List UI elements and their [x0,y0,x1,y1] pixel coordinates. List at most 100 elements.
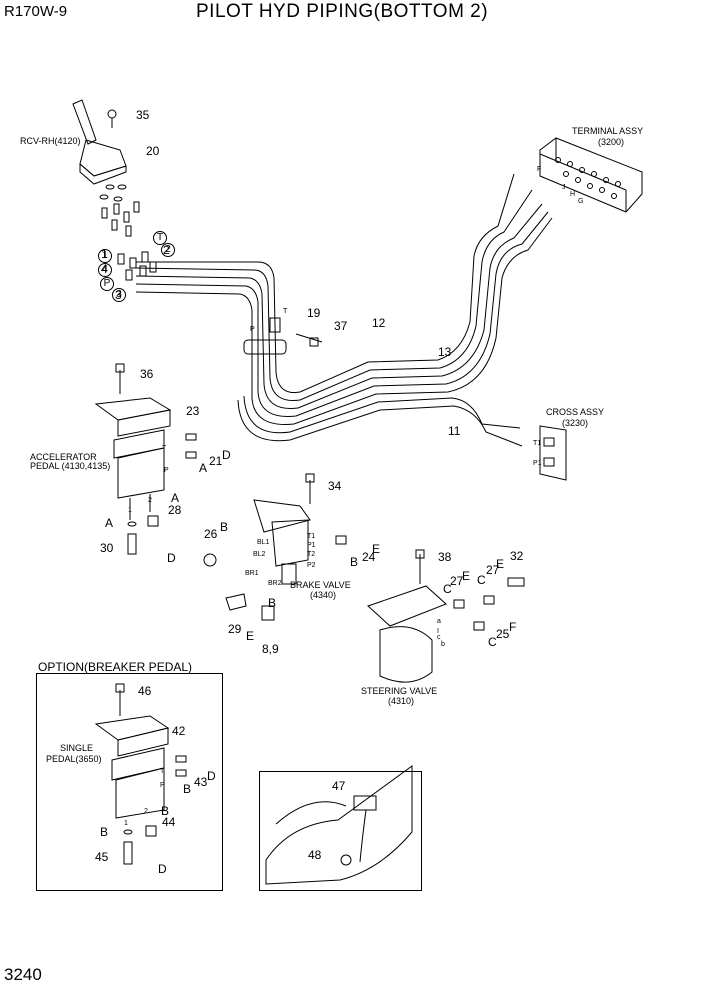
port-label: F [537,166,542,173]
callout: A [171,491,180,505]
callout: 23 [186,404,200,418]
callout: 25 [496,627,510,641]
callout: B [161,804,170,818]
steering-valve [367,549,525,683]
accel-label-2: PEDAL (4130,4135) [30,461,111,471]
steering-label-1: STEERING VALVE [361,686,438,696]
callout: 29 [228,622,242,636]
port-label: T1 [307,533,316,540]
port-label: P1 [533,460,542,467]
callout: 21 [209,454,223,468]
terminal-label-1: TERMINAL ASSY [572,126,644,136]
brake-valve [203,473,347,621]
callout: E [496,557,505,571]
cross-label-2: (3230) [562,418,589,428]
circled-port: T [153,231,167,245]
callout: B [220,520,229,534]
brake-label-2: (4340) [310,590,337,600]
port-label: P2 [307,562,316,569]
circled-port: 4 [98,263,112,277]
port-label: b [441,641,445,648]
callout: F [509,620,517,634]
callout: 27 [486,563,500,577]
callout: E [372,542,381,556]
port-label: BL1 [257,539,270,546]
port-label: T2 [307,551,316,558]
callout: E [246,629,255,643]
callout: 36 [140,367,154,381]
callout: 27 [450,574,464,588]
callout: 32 [510,549,524,563]
callout: 35 [136,108,150,122]
port-label: c [437,634,441,641]
callout: 8,9 [262,642,279,656]
callout: D [222,448,231,462]
callout: 44 [162,815,176,829]
port-label: 2 [144,808,148,815]
callout: 45 [95,850,109,864]
port-label: 1 [128,507,132,514]
callout: C [488,635,497,649]
callout: C [443,582,452,596]
cross-assy [539,425,567,481]
page-number: 3240 [4,965,42,984]
steering-label-2: (4310) [388,696,415,706]
brake-label-1: BRAKE VALVE [290,580,351,590]
callout: 47 [332,779,346,793]
option-frame [36,673,223,891]
terminal-assy [539,137,643,213]
callout: 43 [194,775,208,789]
callout: 30 [100,541,114,555]
accelerator-pedal [94,363,197,555]
callout: D [207,769,216,783]
rcv-label: RCV-RH(4120) [20,136,81,146]
port-label: H [570,191,576,198]
callout: B [100,825,109,839]
callout: B [268,596,277,610]
accel-label-1: ACCELERATOR [30,452,97,462]
port-label: 1 [124,820,128,827]
callout: B [350,555,359,569]
breaker-pedal [94,683,187,865]
callout: 42 [172,724,186,738]
cab-detail [265,765,413,885]
model-label: R170W-9 [4,3,68,20]
callout: 19 [307,306,321,320]
circled-port: 1 [98,249,112,263]
port-label: J [562,184,566,191]
circled-port: 3 [112,288,126,302]
hose-clamp [243,317,323,355]
callout: 46 [138,684,152,698]
port-label: T [283,308,288,315]
port-label: BR2 [268,580,282,587]
callout: 48 [308,848,322,862]
callout: A [199,461,208,475]
port-label: P [250,326,255,333]
port-label: BR1 [245,570,259,577]
callout: 38 [438,550,452,564]
port-label: P1 [307,542,316,549]
callout: 11 [448,424,461,438]
rcv-joystick [72,99,127,202]
circled-port: 2 [161,243,175,257]
port-label: BL2 [253,551,266,558]
callout: C [477,573,486,587]
callout: 12 [372,316,386,330]
callout: 26 [204,527,218,541]
callout: A [105,516,114,530]
port-label: G [578,198,584,205]
circled-port: P [100,277,114,291]
port-label: I [437,628,439,635]
single-label-1: SINGLE [60,743,94,753]
callout: B [183,782,192,796]
hose-bundle [135,173,553,447]
port-label: T [162,445,167,452]
port-label: T [160,768,165,775]
callout: D [158,862,167,876]
page-title: PILOT HYD PIPING(BOTTOM 2) [196,1,489,22]
cab-detail-frame [259,771,422,891]
port-label: P [164,467,169,474]
callout: 28 [168,503,182,517]
cross-label-1: CROSS ASSY [546,407,605,417]
